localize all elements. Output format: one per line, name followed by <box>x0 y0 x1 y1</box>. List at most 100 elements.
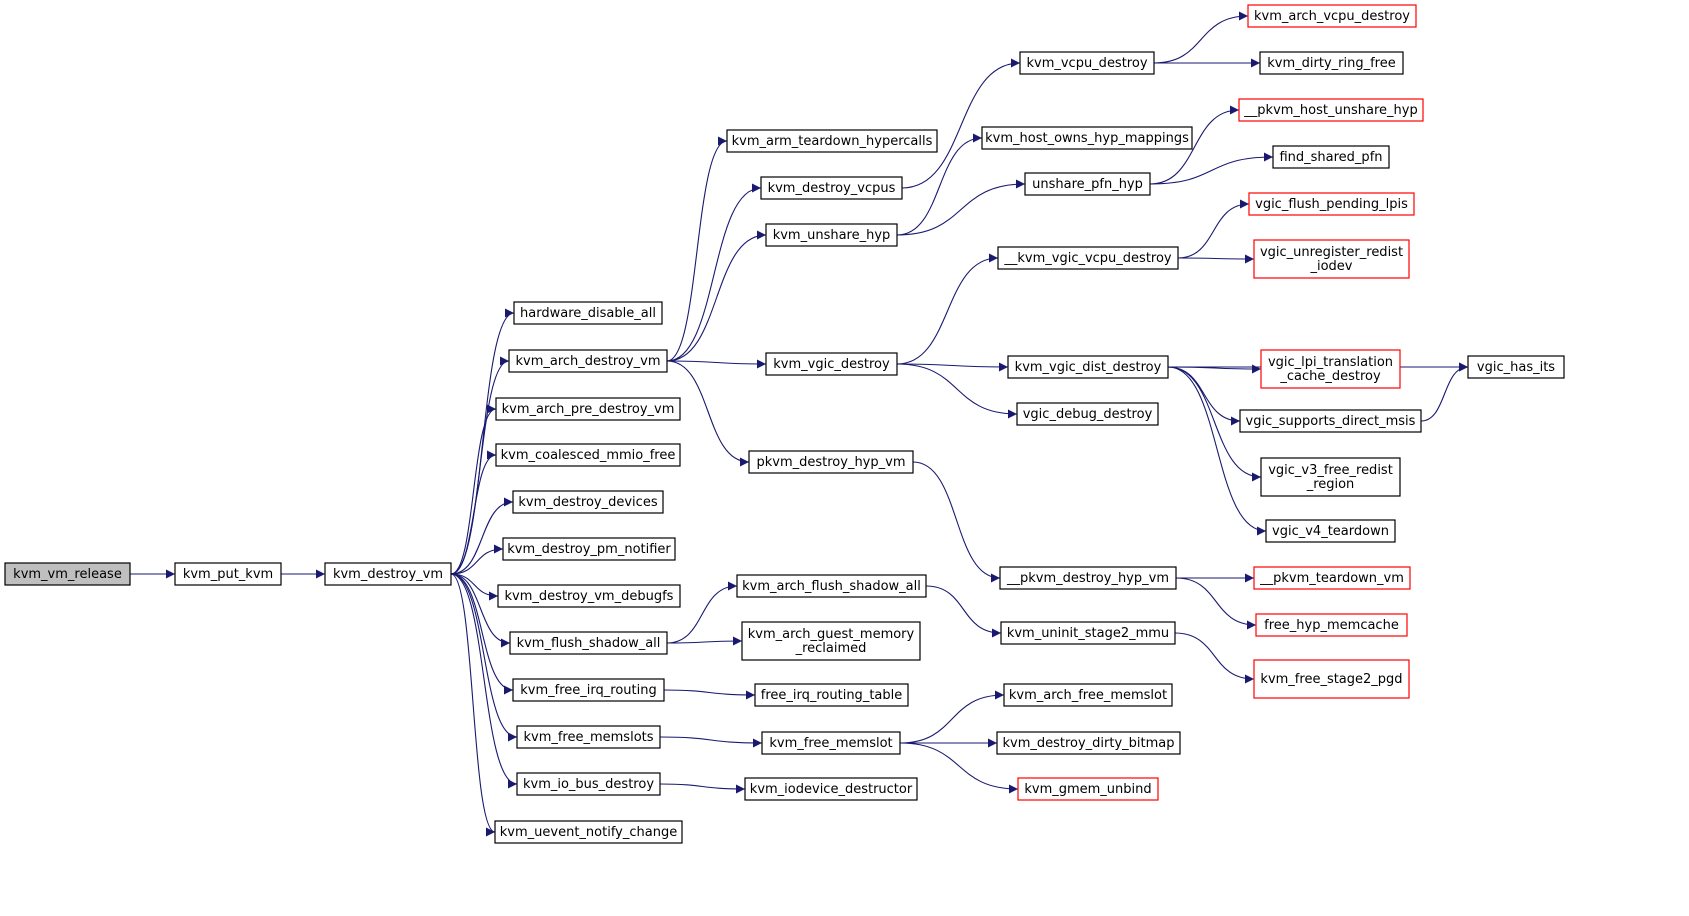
edge <box>896 179 1026 236</box>
node-kvm-destroy-pm-notifier[interactable]: kvm_destroy_pm_notifier <box>502 537 676 561</box>
node-box <box>761 731 901 755</box>
edge-kvm-arch-destroy-vm-to-kvm-arm-teardown-hypercalls <box>666 136 728 362</box>
node-label: kvm_io_bus_destroy <box>523 777 654 792</box>
edge <box>1167 366 1267 536</box>
node-kvm-vgic-destroy[interactable]: kvm_vgic_destroy <box>765 352 898 376</box>
node-vgic-v3-free-redist-region[interactable]: vgic_v3_free_redist_region <box>1260 457 1401 497</box>
node-kvm-free-irq-routing[interactable]: kvm_free_irq_routing <box>512 678 665 702</box>
node-free-irq-routing-table[interactable]: free_irq_routing_table <box>754 683 909 707</box>
node-kvm-flush-shadow-all[interactable]: kvm_flush_shadow_all <box>509 631 668 655</box>
node-box <box>996 731 1181 755</box>
node-kvm-destroy-vcpus[interactable]: kvm_destroy_vcpus <box>760 176 903 200</box>
edge <box>1177 254 1255 264</box>
node-box <box>748 450 914 474</box>
node-box <box>512 678 665 702</box>
node-kvm-arch-flush-shadow-all[interactable]: kvm_arch_flush_shadow_all <box>736 574 927 598</box>
node-kvm-uevent-notify-change[interactable]: kvm_uevent_notify_change <box>494 820 683 844</box>
node-label: kvm_uevent_notify_change <box>500 825 677 840</box>
node-label: vgic_v3_free_redist <box>1268 463 1393 478</box>
node-unshare-pfn-hyp[interactable]: unshare_pfn_hyp <box>1024 172 1151 196</box>
edge-kvm-free-memslot-to-kvm-gmem-unbind <box>899 742 1019 794</box>
edge <box>666 636 743 646</box>
node-kvm-coalesced-mmio-free[interactable]: kvm_coalesced_mmio_free <box>495 443 681 467</box>
node-kvm-free-memslots[interactable]: kvm_free_memslots <box>516 725 661 749</box>
node-label: vgic_unregister_redist <box>1260 245 1403 260</box>
node-kvm-arm-teardown-hypercalls[interactable]: kvm_arm_teardown_hypercalls <box>726 129 938 153</box>
node-kvm-destroy-vm-debugfs[interactable]: kvm_destroy_vm_debugfs <box>497 584 681 608</box>
node-kvm-arch-guest-memory-reclaimed[interactable]: kvm_arch_guest_memory_reclaimed <box>741 621 921 661</box>
node-box <box>1467 355 1565 379</box>
node-hardware-disable-all[interactable]: hardware_disable_all <box>513 301 663 325</box>
edge <box>1177 199 1250 259</box>
node-vgic-unregister-redist-iodev[interactable]: vgic_unregister_redist_iodev <box>1253 239 1410 279</box>
edge <box>666 230 767 362</box>
node-kvm-destroy-devices[interactable]: kvm_destroy_devices <box>512 490 664 514</box>
edges-layer <box>130 11 1469 837</box>
node-label: kvm_free_irq_routing <box>520 683 656 698</box>
edge <box>1175 577 1257 630</box>
edge-kvm-vcpu-destroy-to-kvm-arch-vcpu-destroy <box>1153 11 1249 64</box>
node-kvm-free-memslot[interactable]: kvm_free_memslot <box>761 731 901 755</box>
node-kvm-free-stage2-pgd[interactable]: kvm_free_stage2_pgd <box>1253 659 1410 699</box>
node-box <box>495 443 681 467</box>
node-find-shared-pfn[interactable]: find_shared_pfn <box>1272 145 1390 169</box>
node-kvm-destroy-vm[interactable]: kvm_destroy_vm <box>324 562 452 586</box>
node-kvm-host-owns-hyp-mappings[interactable]: kvm_host_owns_hyp_mappings <box>981 126 1193 150</box>
edge-kvm-vgic-dist-destroy-to-vgic-v4-teardown <box>1167 366 1267 536</box>
node-kvm-put-kvm[interactable]: kvm_put_kvm <box>174 562 282 586</box>
node-pkvm-host-unshare-hyp[interactable]: __pkvm_host_unshare_hyp <box>1238 98 1424 122</box>
node-label: kvm_arch_vcpu_destroy <box>1254 9 1410 24</box>
node-kvm-uninit-stage2-mmu[interactable]: kvm_uninit_stage2_mmu <box>1000 621 1176 645</box>
node-kvm-destroy-dirty-bitmap[interactable]: kvm_destroy_dirty_bitmap <box>996 731 1181 755</box>
node-box <box>174 562 282 586</box>
node-vgic-v4-teardown[interactable]: vgic_v4_teardown <box>1265 519 1396 543</box>
node-kvm-arch-pre-destroy-vm[interactable]: kvm_arch_pre_destroy_vm <box>495 397 681 421</box>
node-vgic-lpi-translation-cache-destroy[interactable]: vgic_lpi_translation_cache_destroy <box>1260 349 1401 389</box>
node-pkvm-destroy-hyp-vm[interactable]: pkvm_destroy_hyp_vm <box>748 450 914 474</box>
node-box <box>760 176 903 200</box>
node-box <box>497 584 681 608</box>
node-label: kvm_free_memslot <box>769 736 892 751</box>
node-box <box>494 820 683 844</box>
node-vgic-supports-direct-msis[interactable]: vgic_supports_direct_msis <box>1239 409 1422 433</box>
node-kvm-arch-vcpu-destroy[interactable]: kvm_arch_vcpu_destroy <box>1247 4 1417 28</box>
node-kvm-arch-free-memslot[interactable]: kvm_arch_free_memslot <box>1003 683 1173 707</box>
node-vgic-has-its[interactable]: vgic_has_its <box>1467 355 1565 379</box>
edge-kvm-destroy-vm-to-kvm-uevent-notify-change <box>450 573 496 837</box>
node-pkvm-teardown-vm[interactable]: __pkvm_teardown_vm <box>1253 566 1411 590</box>
node-box <box>1239 409 1422 433</box>
node-kvm-unshare-hyp[interactable]: kvm_unshare_hyp <box>765 223 898 247</box>
node-kvm-vcpu-destroy[interactable]: kvm_vcpu_destroy <box>1019 51 1155 75</box>
node-box <box>981 126 1193 150</box>
edge <box>896 133 983 236</box>
node-kvm-gmem-unbind[interactable]: kvm_gmem_unbind <box>1017 777 1159 801</box>
node-label: _region <box>1306 477 1355 492</box>
node-label: kvm_arch_guest_memory <box>748 627 915 642</box>
node-vgic-flush-pending-lpis[interactable]: vgic_flush_pending_lpis <box>1248 192 1415 216</box>
node-kvm-vgic-dist-destroy[interactable]: kvm_vgic_dist_destroy <box>1007 355 1169 379</box>
node-label: free_hyp_memcache <box>1264 618 1399 633</box>
edge <box>666 359 767 369</box>
edge <box>1167 366 1241 426</box>
node-kvm-io-bus-destroy[interactable]: kvm_io_bus_destroy <box>516 772 661 796</box>
node-box <box>1260 457 1401 497</box>
node-box <box>999 566 1177 590</box>
edge-kvm-vgic-dist-destroy-to-vgic-supports-direct-msis <box>1167 366 1241 426</box>
node-label: kvm_vgic_dist_destroy <box>1015 360 1162 375</box>
node-kvm-dirty-ring-free[interactable]: kvm_dirty_ring_free <box>1259 51 1404 75</box>
node-kvm-iodevice-destructor[interactable]: kvm_iodevice_destructor <box>744 777 918 801</box>
node-kvm-arch-destroy-vm[interactable]: kvm_arch_destroy_vm <box>508 349 668 373</box>
node-label: kvm_arm_teardown_hypercalls <box>732 134 933 149</box>
node-label: unshare_pfn_hyp <box>1032 177 1143 192</box>
node-vgic-debug-destroy[interactable]: vgic_debug_destroy <box>1016 402 1159 426</box>
edge <box>659 783 746 794</box>
node-label: find_shared_pfn <box>1279 150 1382 165</box>
node-pkvm-destroy-hyp-vm[interactable]: __pkvm_destroy_hyp_vm <box>999 566 1177 590</box>
node-label: kvm_destroy_devices <box>518 495 657 510</box>
edge-kvm-destroy-vm-to-kvm-flush-shadow-all <box>450 573 511 648</box>
node-kvm-vm-release[interactable]: kvm_vm_release <box>4 562 131 586</box>
edge <box>896 253 999 365</box>
node-kvm-vgic-vcpu-destroy[interactable]: __kvm_vgic_vcpu_destroy <box>997 246 1179 270</box>
node-free-hyp-memcache[interactable]: free_hyp_memcache <box>1255 613 1408 637</box>
node-label: vgic_has_its <box>1477 360 1555 375</box>
